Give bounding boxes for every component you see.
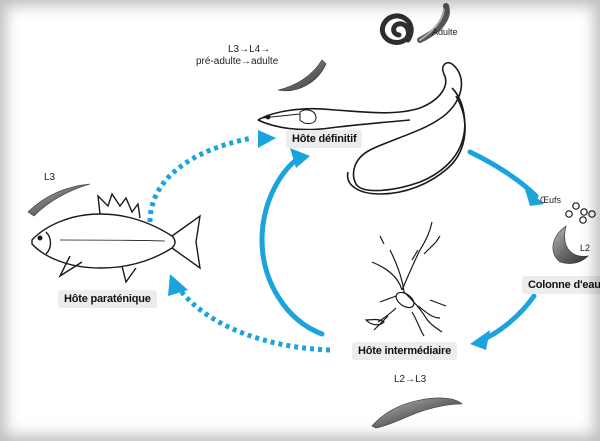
host-intermediate-label: Hôte intermédiaire: [352, 342, 457, 360]
fish-icon: [32, 194, 200, 282]
host-paratenic-label: Hôte paraténique: [58, 290, 157, 308]
arrow-intermediate-to-definitive: [262, 160, 322, 334]
stage-definitive-line1: L3→L4→: [228, 44, 270, 56]
stage-definitive-line2: pré-adulte→adulte: [196, 56, 278, 68]
host-water-label: Colonne d'eau: [522, 276, 600, 294]
eel-icon: [258, 63, 465, 194]
larva-definitive-icon: [278, 60, 326, 91]
stage-intermediate-label: L2→L3: [394, 374, 426, 386]
larva-paratenic-icon: [28, 184, 90, 216]
eggs-icon: [566, 203, 595, 223]
arrow-water-to-intermediate: [482, 296, 534, 340]
copepod-icon: [366, 222, 446, 336]
stage-adult-label: Adulte: [432, 26, 458, 38]
stage-eggs-label: Œufs: [540, 194, 561, 206]
arrows-dotted: [150, 130, 330, 350]
arrow-paratenic-to-definitive: [150, 138, 252, 222]
arrows-solid: [262, 148, 544, 350]
host-definitive-label: Hôte définitif: [286, 130, 362, 148]
stage-water-label: L2: [580, 242, 590, 254]
arrow-intermediate-to-paratenic: [180, 290, 330, 350]
larva-intermediate-icon: [372, 398, 462, 428]
stage-paratenic-label: L3: [44, 172, 55, 184]
